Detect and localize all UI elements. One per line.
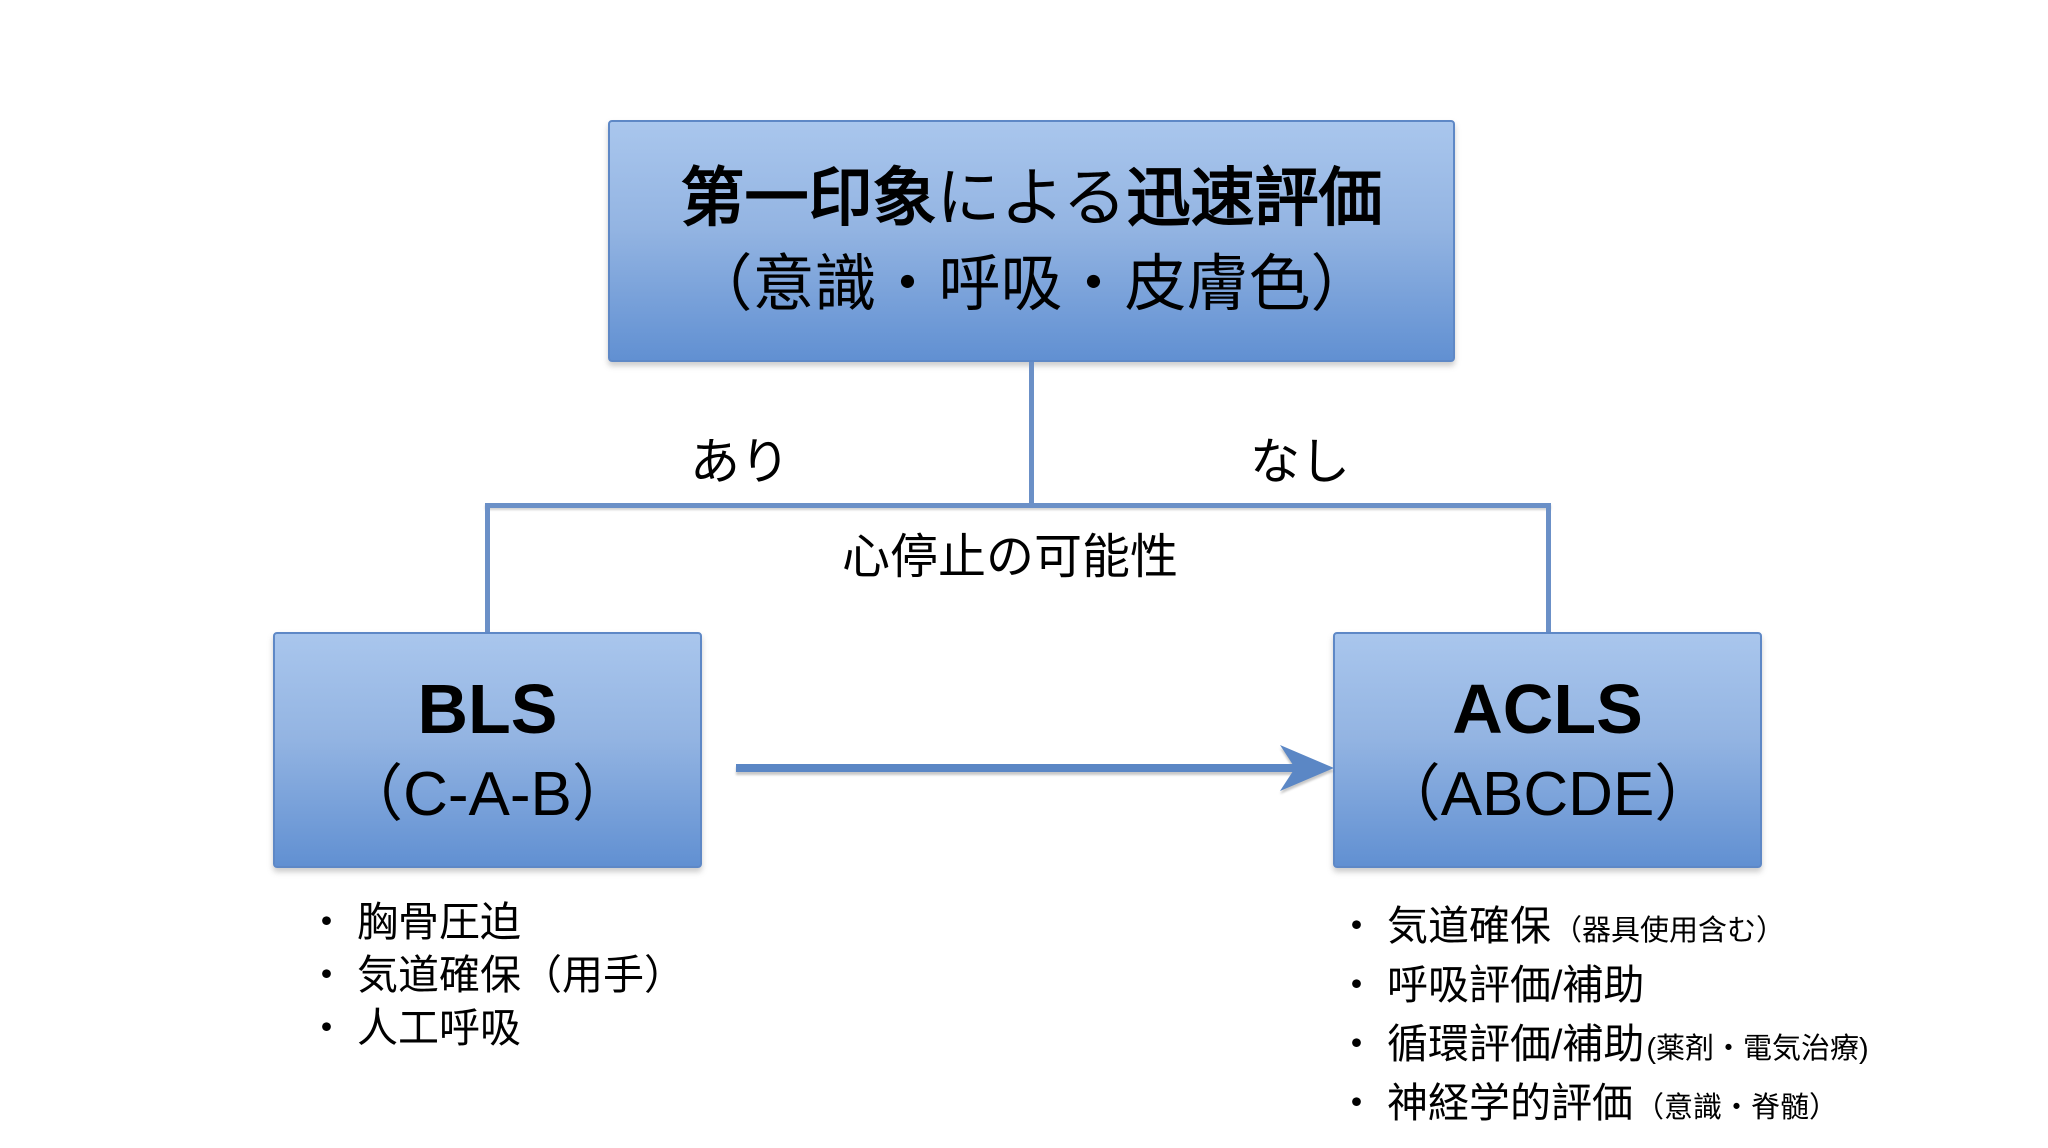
acls-item-text: 気道確保	[1387, 903, 1551, 949]
bls-to-acls-arrow-icon	[730, 740, 1340, 796]
acls-title: ACLS	[1452, 670, 1643, 748]
acls-item-text: 循環評価/補助	[1387, 1021, 1645, 1067]
bls-item-text: 人工呼吸	[357, 1005, 521, 1051]
bls-item-text: 胸骨圧迫	[357, 899, 521, 945]
branch-condition-label: 心停止の可能性	[841, 531, 1178, 584]
list-item: ・気道確保（器具使用含む）	[1336, 899, 1869, 958]
acls-item-text: 神経学的評価	[1387, 1080, 1633, 1126]
acls-item-list: ・気道確保（器具使用含む） ・呼吸評価/補助 ・循環評価/補助(薬剤・電気治療)…	[1336, 899, 1869, 1135]
bullet-icon: ・	[1336, 1080, 1377, 1126]
acls-item-note: （意識・脊髄）	[1635, 1092, 1839, 1124]
bullet-icon: ・	[1336, 962, 1377, 1008]
list-item: ・呼吸評価/補助	[1336, 958, 1869, 1017]
rapid-assessment-title: 第一印象による迅速評価	[680, 154, 1382, 242]
rapid-assessment-subtitle: （意識・呼吸・皮膚色）	[690, 250, 1373, 319]
acls-item-note: (薬剤・電気治療)	[1646, 1033, 1869, 1065]
acls-item-note: （器具使用含む）	[1553, 915, 1786, 947]
title-segment-regular: による	[936, 162, 1127, 234]
title-segment-bold: 第一印象	[680, 162, 937, 234]
node-rapid-assessment: 第一印象による迅速評価 （意識・呼吸・皮膚色）	[608, 120, 1455, 362]
connector-left-vertical	[485, 505, 490, 632]
acls-subtitle: （ABCDE）	[1378, 760, 1717, 829]
connector-right-vertical	[1546, 505, 1551, 632]
bls-title: BLS	[417, 670, 558, 748]
list-item: ・循環評価/補助(薬剤・電気治療)	[1336, 1017, 1869, 1076]
list-item: ・人工呼吸	[306, 1002, 685, 1055]
list-item: ・気道確保（用手）	[306, 949, 685, 1002]
branch-label-absent: なし	[1250, 434, 1350, 490]
connector-horizontal	[485, 503, 1551, 508]
bls-item-list: ・胸骨圧迫 ・気道確保（用手） ・人工呼吸	[306, 896, 685, 1055]
acls-item-text: 呼吸評価/補助	[1387, 962, 1645, 1008]
bullet-icon: ・	[1336, 903, 1377, 949]
connector-top-vertical	[1029, 362, 1034, 505]
bullet-icon: ・	[306, 952, 347, 998]
branch-label-present: あり	[690, 434, 790, 490]
node-bls: BLS （C-A-B）	[273, 632, 702, 868]
node-acls: ACLS （ABCDE）	[1333, 632, 1762, 868]
bullet-icon: ・	[306, 1005, 347, 1051]
title-segment-bold: 迅速評価	[1126, 162, 1383, 234]
bullet-icon: ・	[1336, 1021, 1377, 1067]
bls-item-text: 気道確保（用手）	[357, 952, 685, 998]
list-item: ・神経学的評価（意識・脊髄）	[1336, 1076, 1869, 1135]
bls-subtitle: （C-A-B）	[341, 760, 634, 829]
bullet-icon: ・	[306, 899, 347, 945]
list-item: ・胸骨圧迫	[306, 896, 685, 949]
